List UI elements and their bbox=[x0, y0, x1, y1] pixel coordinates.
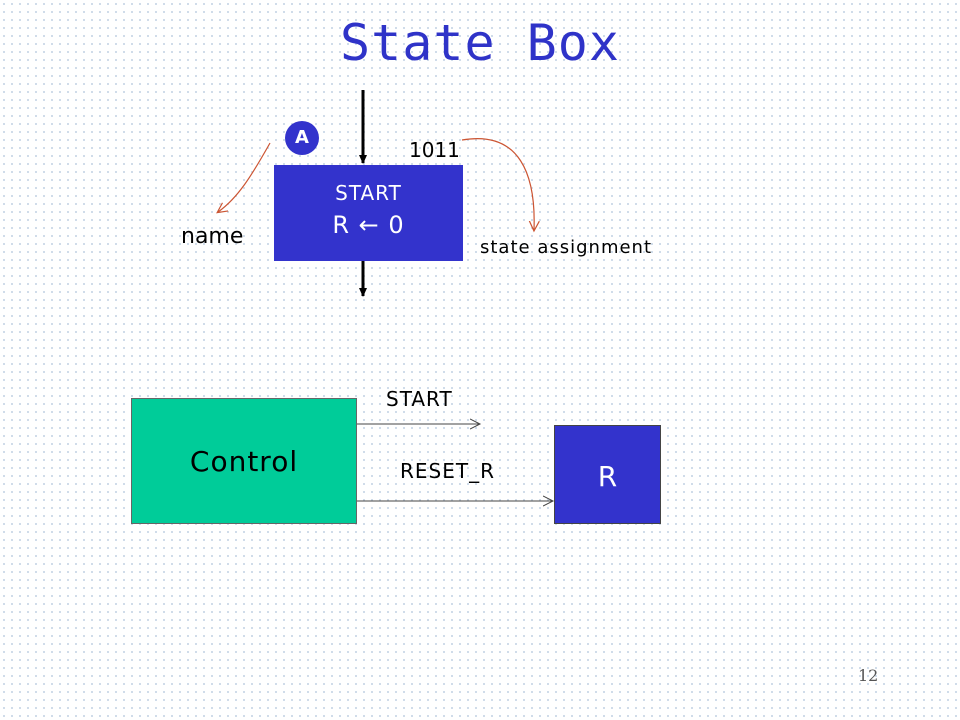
state-box-line1: START bbox=[335, 181, 402, 205]
register-block: R bbox=[554, 425, 661, 524]
state-box: START R ← 0 bbox=[274, 165, 463, 261]
state-name-circle: A bbox=[285, 121, 319, 155]
assignment-pointer-arrow bbox=[461, 138, 534, 230]
state-code-label: 1011 bbox=[409, 138, 460, 162]
reset-signal-label: RESET_R bbox=[400, 459, 495, 483]
control-label: Control bbox=[189, 445, 299, 478]
name-pointer-arrow bbox=[218, 142, 271, 212]
start-signal-label: START bbox=[386, 387, 453, 411]
page-number: 12 bbox=[858, 666, 879, 685]
state-box-line2: R ← 0 bbox=[332, 211, 405, 239]
state-assignment-annotation: state assignment bbox=[480, 237, 653, 258]
page-title: State Box bbox=[340, 14, 620, 72]
control-block: Control bbox=[131, 398, 357, 524]
name-annotation: name bbox=[181, 224, 244, 249]
register-label: R bbox=[597, 460, 618, 493]
